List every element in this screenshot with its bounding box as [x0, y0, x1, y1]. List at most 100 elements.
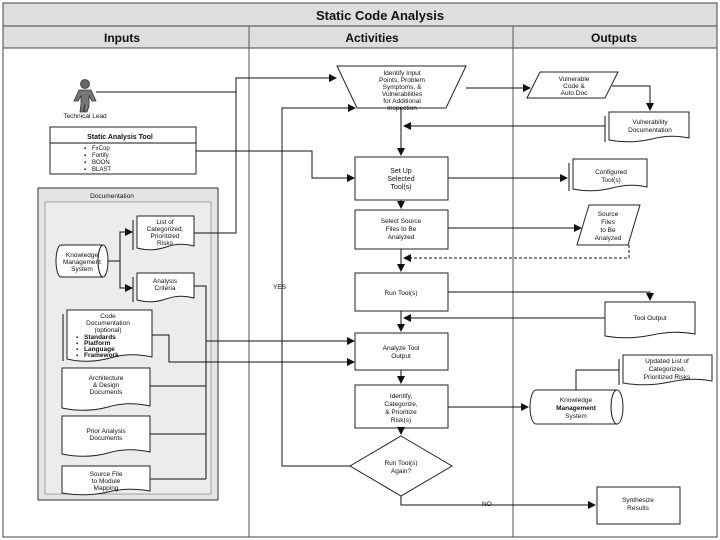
code-doc-line-2: Documentation: [86, 320, 130, 327]
source-file-module-mapping: Source File to Module Mapping: [61, 465, 151, 496]
kms-to-criteria-arrow: [119, 261, 133, 292]
tool-output-document: Tool Output: [604, 301, 696, 339]
tool-item-blast: BLAST: [92, 167, 111, 173]
code-doc-bullet: ▪: [76, 347, 78, 353]
source-map-line-1: Source File: [90, 471, 123, 478]
tool-bullet: ▪: [84, 167, 86, 173]
identify-line-1: Identify Input: [383, 70, 420, 77]
tool-item-boon: BOON: [92, 160, 110, 166]
architecture-line-3: Documents: [90, 389, 124, 396]
documentation-title: Documentation: [90, 193, 134, 200]
configured-tools-output: Configured Tool(s): [568, 158, 648, 192]
setup-line-1: Set Up: [390, 168, 412, 175]
risk-list-document: List of Categorized, Prioritized Risks: [132, 215, 195, 251]
source-map-line-2: to Module: [92, 478, 121, 485]
prior-analysis-line-1: Prior Analysis: [86, 428, 126, 435]
diagram-title: Static Code Analysis: [316, 8, 444, 23]
analyze-line-2: Output: [391, 353, 411, 360]
identify-line-6: Inspection: [387, 105, 417, 112]
documentation-group: Documentation Knowledge Management Syste…: [37, 187, 219, 501]
identify-line-3: Symptoms, &: [383, 84, 422, 91]
categorize-line-4: Risk(s): [391, 417, 411, 424]
code-doc-bullet-standards: Standards: [84, 334, 116, 341]
updated-list-line-2: Categorized,: [649, 366, 686, 373]
decision-line-1: Run Tool(s): [384, 460, 417, 467]
kms-output-line-2: Management: [556, 405, 597, 412]
select-line-2: Files to Be: [386, 226, 417, 233]
run-tools-activity: Run Tool(s): [354, 272, 449, 312]
vulncode-to-vulndoc-arrow: [612, 85, 654, 111]
code-doc-bullet: ▪: [76, 335, 78, 341]
tool-box-title: Static Analysis Tool: [87, 134, 153, 141]
tool-item-fxcop: FxCop: [92, 146, 110, 152]
analyze-output-activity: Analyze Tool Output: [354, 332, 449, 371]
code-doc-bullet: ▪: [76, 341, 78, 347]
criteria-to-analyze-arrow: [194, 285, 355, 345]
code-documentation: Code Documentation (optional) ▪ ▪ ▪ ▪ St…: [62, 309, 153, 362]
kms-input-line-3: System: [71, 266, 93, 273]
tool-output-line-1: Tool Output: [633, 315, 666, 322]
select-line-3: Analyzed: [388, 234, 415, 241]
risklist-to-identify-line: [194, 92, 237, 234]
actor-label: Technical Lead: [63, 113, 107, 120]
vuln-code-line-3: Auto Doc: [561, 90, 588, 97]
synthesize-line-2: Results: [627, 505, 649, 512]
risk-list-line-4: Risks: [157, 240, 174, 247]
inputs-header: Inputs: [104, 31, 140, 45]
run-line-1: Run Tool(s): [384, 290, 417, 297]
identify-line-2: Points, Problem: [379, 77, 425, 84]
code-doc-bullet: ▪: [76, 353, 78, 359]
analyze-line-1: Analyze Tool: [383, 345, 420, 352]
static-analysis-tool-box: Static Analysis Tool ▪ ▪ ▪ ▪ FxCop Forti…: [49, 126, 197, 175]
updated-list-line-1: Updated List of: [645, 358, 689, 365]
architecture-design-documents: Architecture & Design Documents: [61, 367, 151, 411]
sourcefiles-feedback-arrow: [403, 245, 630, 262]
source-files-line-3: to Be: [600, 227, 616, 234]
identify-inputs-activity: Identify Input Points, Problem Symptoms,…: [336, 65, 467, 112]
select-source-files-activity: Select Source Files to Be Analyzed: [354, 209, 449, 250]
tool-bullet: ▪: [84, 146, 86, 152]
knowledge-management-system-output: Knowledge Management System: [529, 389, 624, 425]
kms-input-line-2: Management: [63, 259, 101, 266]
analysis-criteria-line-1: Analysis: [153, 278, 178, 285]
technical-lead-actor: Technical Lead: [63, 79, 107, 120]
kms-to-risklist-arrow: [119, 228, 133, 261]
architecture-line-2: & Design: [93, 382, 120, 389]
setup-line-3: Tool(s): [390, 184, 411, 191]
run-to-tooloutput-arrow: [448, 291, 654, 301]
source-map-line-3: Mapping: [94, 485, 119, 492]
kms-to-updatedlist-line: [575, 369, 619, 390]
synthesize-line-1: Synthesize: [622, 497, 654, 504]
column-header-bar: [2, 25, 718, 49]
identify-line-5: for Additional: [383, 98, 421, 105]
setup-line-2: Selected: [387, 176, 414, 183]
knowledge-management-system-input: Knowledge Management System: [55, 244, 109, 278]
code-doc-line-1: Code: [100, 313, 116, 320]
yes-label: YES: [273, 284, 287, 291]
code-doc-bullet-platform: Platform: [84, 340, 111, 347]
configured-line-1: Configured: [595, 169, 627, 176]
select-line-1: Select Source: [381, 218, 422, 225]
codedoc-to-analyze-arrow: [152, 334, 355, 366]
categorize-risks-activity: Identify, Categorize, & Prioritize Risk(…: [354, 384, 449, 429]
tool-bullet: ▪: [84, 153, 86, 159]
architecture-line-1: Architecture: [89, 375, 124, 382]
code-doc-line-3: (optional): [94, 327, 121, 334]
prior-analysis-documents: Prior Analysis Documents: [61, 415, 151, 457]
source-files-line-2: Files: [601, 219, 615, 226]
risk-list-line-1: List of: [156, 219, 174, 226]
actor-head-icon: [80, 79, 90, 89]
configured-line-2: Tool(s): [601, 177, 621, 184]
categorize-line-3: & Prioritize: [385, 409, 417, 416]
vulnerable-code-output: Vulnerable Code & Auto Doc: [526, 71, 619, 99]
kms-output-line-3: System: [565, 413, 587, 420]
actor-body-icon: [73, 89, 97, 113]
decision-no-arrow: [400, 496, 596, 509]
source-files-line-4: Analyzed: [595, 235, 622, 242]
source-files-line-1: Source: [598, 211, 619, 218]
updated-risk-list-output: Updated List of Categorized, Prioritized…: [618, 354, 713, 386]
vulnerability-documentation-output: Vulnerability Documentation: [604, 111, 690, 143]
vuln-doc-line-2: Documentation: [628, 127, 672, 134]
categorize-line-1: Identify,: [390, 393, 412, 400]
